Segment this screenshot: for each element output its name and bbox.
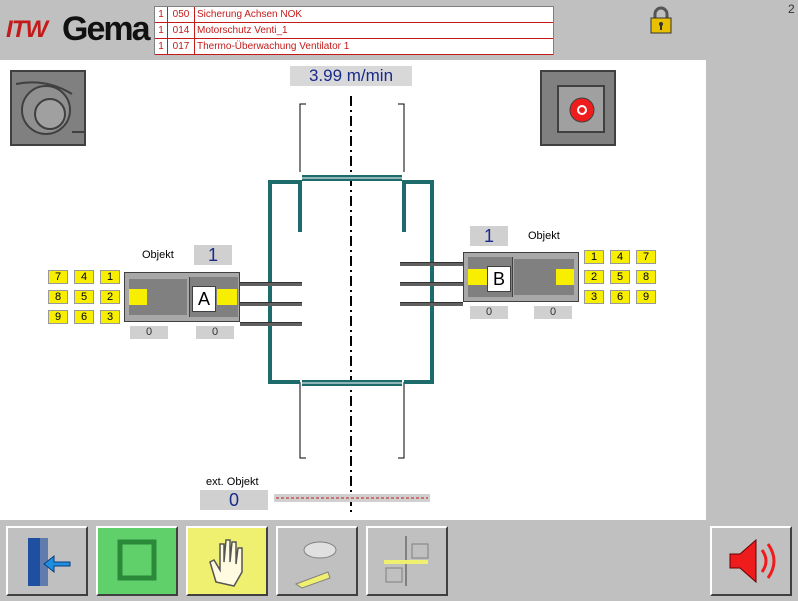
keypad-key[interactable]: 6 <box>610 290 630 304</box>
exit-button[interactable] <box>6 526 88 596</box>
keypad-key[interactable]: 8 <box>636 270 656 284</box>
axis-b-keypad: 1 4 7 2 5 8 3 6 9 <box>584 250 658 306</box>
keypad-key[interactable]: 7 <box>636 250 656 264</box>
gun-b2 <box>400 282 463 286</box>
conveyor-track <box>274 494 430 502</box>
alarm-code: 050 <box>168 7 195 22</box>
axis-b-counter-left: 0 <box>470 306 508 319</box>
alarm-text: Thermo-Überwachung Ventilator 1 <box>197 41 350 52</box>
axis-a-letter: A <box>192 286 216 312</box>
frame-icon <box>117 539 157 581</box>
axis-a-object-label: Objekt <box>142 249 174 261</box>
keypad-key[interactable]: 1 <box>584 250 604 264</box>
axis-b-carriage[interactable] <box>463 252 579 302</box>
keypad-key[interactable]: 4 <box>74 270 94 284</box>
keypad-key[interactable]: 9 <box>48 310 68 324</box>
keypad-key[interactable]: 2 <box>100 290 120 304</box>
gun-b1 <box>400 262 463 266</box>
keypad-key[interactable]: 4 <box>610 250 630 264</box>
alarm-text: Sicherung Achsen NOK <box>197 9 303 20</box>
keypad-key[interactable]: 8 <box>48 290 68 304</box>
alarm-count: 1 <box>155 23 168 38</box>
alarm-list[interactable]: 1 050 Sicherung Achsen NOK 1 014 Motorsc… <box>154 6 554 55</box>
logo-itw-text: ITW <box>6 16 48 43</box>
axis-b-object-label: Objekt <box>528 230 560 242</box>
horn-button[interactable] <box>710 526 792 596</box>
alarm-code: 014 <box>168 23 195 38</box>
keypad-key[interactable]: 3 <box>584 290 604 304</box>
manual-hand-button[interactable] <box>186 526 268 596</box>
gun-a2 <box>240 302 302 306</box>
axis-b-counter-right: 0 <box>534 306 572 319</box>
alarm-text: Motorschutz Venti_1 <box>197 25 288 36</box>
alarm-code: 017 <box>168 39 195 54</box>
gun-control-button[interactable] <box>276 526 358 596</box>
keypad-key[interactable]: 3 <box>100 310 120 324</box>
keypad-key[interactable]: 1 <box>100 270 120 284</box>
axis-a-counter-left: 0 <box>130 326 168 339</box>
horn-icon <box>729 538 776 584</box>
alarm-row[interactable]: 1 014 Motorschutz Venti_1 <box>155 23 553 39</box>
alarm-row[interactable]: 1 050 Sicherung Achsen NOK <box>155 7 553 23</box>
keypad-key[interactable]: 6 <box>74 310 94 324</box>
exit-icon <box>28 538 71 586</box>
keypad-key[interactable]: 5 <box>74 290 94 304</box>
ext-object-value[interactable]: 0 <box>200 490 268 510</box>
keypad-key[interactable]: 5 <box>610 270 630 284</box>
lock-icon[interactable] <box>648 6 674 34</box>
axis-a-counter-right: 0 <box>196 326 234 339</box>
axis-a-keypad: 7 4 1 8 5 2 9 6 3 <box>48 270 122 326</box>
conveyor-speed-display: 3.99 m/min <box>290 66 412 86</box>
alarm-row[interactable]: 1 017 Thermo-Überwachung Ventilator 1 <box>155 39 553 55</box>
keypad-key[interactable]: 2 <box>584 270 604 284</box>
keypad-key[interactable]: 7 <box>48 270 68 284</box>
fan-right-icon[interactable] <box>540 70 616 146</box>
hand-icon <box>209 539 243 587</box>
booth-diagram <box>268 96 434 514</box>
gun-b3 <box>400 302 463 306</box>
axis-a-object-value[interactable]: 1 <box>194 245 232 265</box>
gun-a3 <box>240 322 302 326</box>
axis-move-button[interactable] <box>366 526 448 596</box>
ext-object-label: ext. Objekt <box>206 476 259 488</box>
axis-move-icon <box>384 536 429 586</box>
frame-button[interactable] <box>96 526 178 596</box>
fan-left-icon[interactable] <box>10 70 86 146</box>
alarm-count: 1 <box>155 7 168 22</box>
alarm-count: 1 <box>155 39 168 54</box>
logo-gema-text: Gema <box>62 10 150 48</box>
axis-b-letter: B <box>487 266 511 292</box>
axis-b-object-value[interactable]: 1 <box>470 226 508 246</box>
gun-icon <box>294 541 337 589</box>
itw-gema-logo: ITW Gema <box>6 6 151 50</box>
page-number: 2 <box>788 2 795 16</box>
keypad-key[interactable]: 9 <box>636 290 656 304</box>
axis-a-carriage[interactable] <box>124 272 240 322</box>
gun-a1 <box>240 282 302 286</box>
